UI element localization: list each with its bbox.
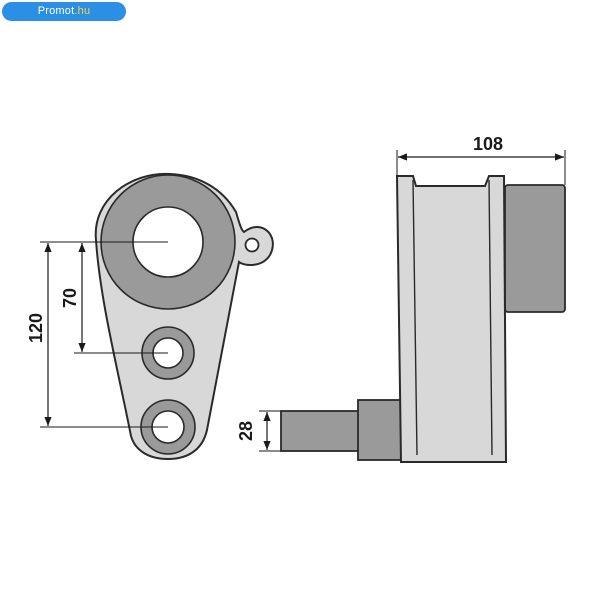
side-view-shaft bbox=[280, 410, 362, 452]
side-view-inner-line-left bbox=[412, 179, 418, 456]
dimension-label-120: 120 bbox=[26, 313, 46, 343]
side-view-inner-line-right bbox=[488, 179, 493, 456]
side-view bbox=[280, 175, 566, 463]
dimension-height-upper: 70 bbox=[60, 243, 168, 354]
dimension-label-108: 108 bbox=[473, 134, 503, 154]
side-view-hub bbox=[504, 184, 566, 313]
side-view-plate bbox=[395, 175, 508, 463]
dimension-label-28: 28 bbox=[236, 421, 256, 441]
front-view-ear-hole bbox=[244, 237, 260, 253]
promot-watermark-badge[interactable]: Promot.hu bbox=[2, 2, 126, 21]
side-view-shaft-collar bbox=[357, 399, 404, 461]
dimension-width-top: 108 bbox=[396, 134, 566, 185]
dimension-shaft-diameter: 28 bbox=[236, 410, 281, 452]
dimension-label-70: 70 bbox=[60, 288, 80, 308]
watermark-tld: .hu bbox=[74, 5, 91, 17]
watermark-name: Promot bbox=[37, 5, 75, 17]
front-view bbox=[94, 172, 274, 461]
dimension-height-total: 120 bbox=[26, 241, 168, 428]
